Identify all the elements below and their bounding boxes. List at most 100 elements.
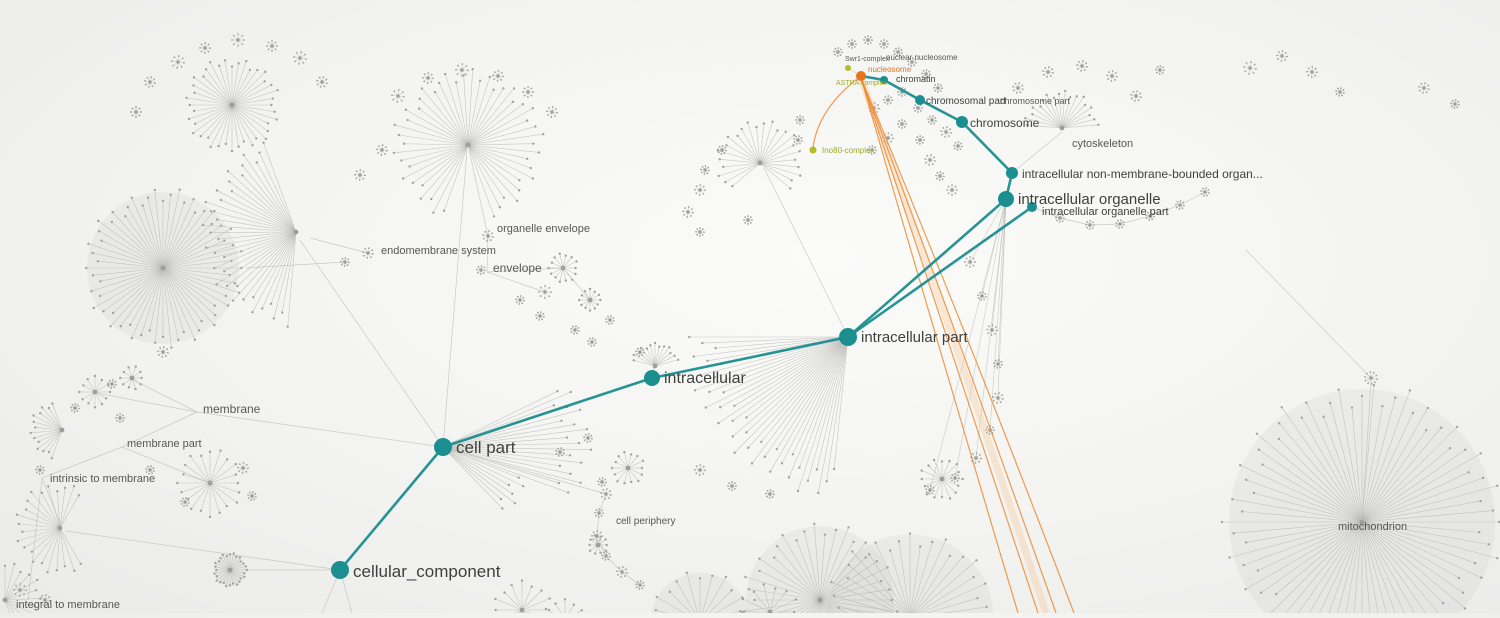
star-node — [1130, 90, 1142, 102]
star-node — [743, 215, 753, 225]
star-node — [591, 530, 603, 542]
star-node — [535, 311, 545, 321]
star-node — [391, 89, 405, 103]
star-node — [247, 491, 257, 501]
gray-edge — [133, 380, 197, 412]
star-node — [1175, 200, 1185, 210]
star-node — [1106, 70, 1118, 82]
star-node — [455, 63, 469, 77]
star-node — [231, 33, 245, 47]
star-node — [933, 83, 943, 93]
star-node — [635, 347, 645, 357]
star-node — [546, 106, 558, 118]
star-node — [694, 184, 706, 196]
node-chromosomal_part[interactable] — [915, 95, 925, 105]
node-intracellular_organelle[interactable] — [998, 191, 1014, 207]
star-node — [422, 72, 434, 84]
star-node — [515, 295, 525, 305]
cluster-fan — [185, 59, 279, 152]
star-node — [1335, 87, 1345, 97]
star-node — [863, 35, 873, 45]
gray-edge — [487, 272, 545, 292]
gray-edge — [246, 262, 345, 268]
star-node — [354, 169, 366, 181]
cluster-fans — [3, 59, 1500, 613]
gray-edge — [443, 150, 467, 447]
highlight-edge — [848, 199, 1006, 337]
gray-edge — [606, 556, 622, 572]
star-node — [157, 346, 169, 358]
star-node — [293, 51, 307, 65]
node-label-intracellular_part: intracellular part — [861, 329, 969, 346]
star-node — [107, 379, 117, 389]
node-intracellular[interactable] — [644, 370, 660, 386]
star-node — [1276, 50, 1288, 62]
node-cellular_component[interactable] — [331, 561, 349, 579]
term-label: integral to membrane — [16, 599, 120, 611]
highlight-edge — [443, 378, 652, 447]
term-label: membrane — [203, 402, 261, 416]
star-node — [695, 227, 705, 237]
node-chromosome[interactable] — [956, 116, 968, 128]
star-node — [940, 126, 952, 138]
term-label: ASTRA complex — [836, 80, 887, 87]
star-node — [199, 42, 211, 54]
star-node — [935, 171, 945, 181]
gray-edge — [764, 168, 848, 337]
node-label-cellular_component: cellular_component — [353, 562, 501, 581]
term-label: envelope — [493, 261, 542, 275]
cluster-fan — [85, 189, 243, 349]
star-node — [376, 144, 388, 156]
star-node — [1243, 61, 1257, 75]
node-cell_part[interactable] — [434, 438, 452, 456]
star-node — [694, 464, 706, 476]
star-node — [1076, 60, 1088, 72]
star-node — [570, 325, 580, 335]
cluster-fan — [494, 579, 551, 613]
cluster-fan — [688, 335, 850, 495]
star-node — [833, 47, 843, 57]
star-node — [847, 39, 857, 49]
gray-edge — [310, 238, 368, 253]
gray-edge — [66, 531, 340, 570]
star-node — [879, 39, 889, 49]
cluster-fan — [611, 451, 644, 485]
star-node — [555, 447, 564, 456]
star-node — [600, 488, 612, 500]
term-label: cytoskeleton — [1072, 138, 1133, 150]
star-node — [883, 95, 893, 105]
star-node — [795, 115, 805, 125]
star-node — [340, 257, 350, 267]
accent-node[interactable] — [845, 65, 851, 71]
gray-edge — [622, 572, 640, 585]
term-label: Swr1-complex — [845, 56, 890, 63]
highlight-path — [340, 76, 1032, 570]
term-label: Ino80-complex — [822, 146, 874, 155]
star-node — [266, 40, 278, 52]
star-node — [953, 141, 963, 151]
star-node — [144, 76, 156, 88]
star-node — [1200, 187, 1210, 197]
node-label-chromosomal_part: chromosomal part — [926, 96, 1006, 107]
gray-edge — [42, 478, 62, 528]
cluster-fan — [78, 375, 111, 409]
node-label-intracellular_nmb_organelle: intracellular non-membrane-bounded organ… — [1022, 167, 1263, 181]
gray-edge — [96, 393, 197, 412]
star-node — [727, 481, 737, 491]
star-node — [476, 265, 486, 275]
star-node — [635, 580, 645, 590]
star-node — [927, 115, 937, 125]
node-intracellular_nmb_organelle[interactable] — [1006, 167, 1018, 179]
gray-edges — [28, 68, 1371, 613]
term-label: membrane part — [127, 438, 202, 450]
star-node — [915, 135, 925, 145]
star-node — [765, 489, 775, 499]
gray-edge — [468, 145, 488, 236]
accent-node[interactable] — [810, 147, 817, 154]
star-node — [237, 462, 249, 474]
node-intracellular_part[interactable] — [839, 328, 857, 346]
star-node — [171, 55, 185, 69]
cluster-fan — [119, 365, 143, 390]
